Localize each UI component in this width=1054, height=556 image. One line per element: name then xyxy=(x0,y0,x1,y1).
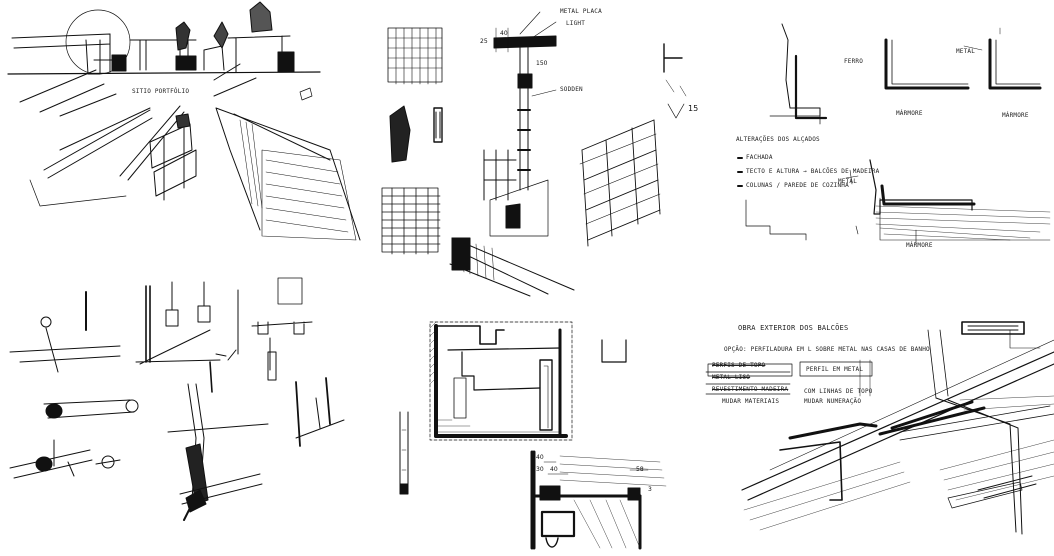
sketch-3-list-item-1: FACHADA xyxy=(746,154,773,161)
sketch-3-profiles xyxy=(737,23,1051,245)
sketch-7-left-caption: MUDAR MATERIAIS xyxy=(722,398,780,405)
sketch-3-label-ferro: FERRO xyxy=(844,58,864,65)
sketch-6-side-dim: 3 xyxy=(648,486,652,493)
sketch-7-right-caption: COM LINHAS DE TOPO xyxy=(804,388,873,395)
sketch-2-label-3: SODDEN xyxy=(560,86,583,93)
sketch-7-balcony xyxy=(705,321,1054,535)
sketch-3-label-marmore-2: MÁRMORE xyxy=(1002,112,1029,119)
sketch-3-side-note: METAL xyxy=(838,178,858,185)
sketch-6-plan xyxy=(399,321,667,550)
sketch-6-dim-2: 30 xyxy=(536,466,544,473)
sketch-3-label-marmore-3: MÁRMORE xyxy=(906,242,933,249)
sketch-4-posts xyxy=(9,277,345,521)
sketch-1-note: SITIO PORTFÓLIO xyxy=(132,88,190,95)
sketch-6-dim-1: 40 xyxy=(536,454,544,461)
sketch-2-label-2: LIGHT xyxy=(566,20,586,27)
sketch-3-label-marmore-1: MÁRMORE xyxy=(896,110,923,117)
sketch-7-struck-1: PERFIS DE TOPO xyxy=(712,362,766,369)
sketch-1-furniture xyxy=(7,1,361,241)
sketch-3-list-item-2: TECTO E ALTURA → BALCÕES DE MADEIRA xyxy=(746,168,880,175)
sketch-2-side-dim: 15 xyxy=(688,104,699,113)
sketch-6-dim-4: 58 xyxy=(636,466,644,473)
sketch-7-right-caption-2: MUDAR NUMERAÇÃO xyxy=(804,398,862,405)
sketch-7-box-text: PERFIL EM METAL xyxy=(806,366,864,373)
sketch-2-label-1: METAL PLACA xyxy=(560,8,602,15)
sketch-7-note: OPÇÃO: PERFILADURA EM L SOBRE METAL NAS … xyxy=(724,346,930,353)
sketch-3-label-metal: METAL xyxy=(956,48,976,55)
sketch-2-dim-2: 40 xyxy=(500,30,508,37)
sketch-3-list-item-3: COLUNAS / PAREDE DE COZINHA xyxy=(746,182,849,189)
sketch-6-dim-3: 40 xyxy=(550,466,558,473)
sketch-2-grids xyxy=(381,11,687,297)
sketch-7-struck-2: METAL LISO xyxy=(712,374,751,381)
sketch-3-list-title: ALTERAÇÕES DOS ALÇADOS xyxy=(736,136,820,143)
sketch-7-title: OBRA EXTERIOR DOS BALCÕES xyxy=(738,324,849,332)
sketch-2-dim-1: 25 xyxy=(480,38,488,45)
sketch-2-dim-3: 150 xyxy=(536,60,548,67)
sketch-7-struck-3: REVESTIMENTO MADEIRA xyxy=(712,386,789,393)
